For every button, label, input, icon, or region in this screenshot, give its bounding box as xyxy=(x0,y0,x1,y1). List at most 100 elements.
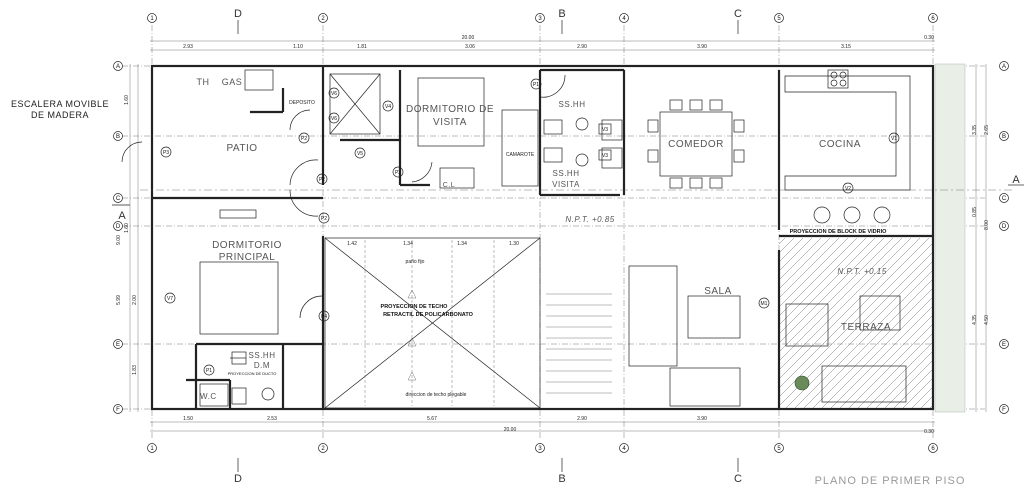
tag-p2-a: P2 xyxy=(301,136,307,142)
section-markers: D B C D B C A A xyxy=(112,8,1024,485)
hatch-line xyxy=(779,238,786,245)
annotations: ESCALERA MOVIBLE DE MADERA N.P.T. +0.85 … xyxy=(11,99,966,487)
hatch-line xyxy=(606,238,776,408)
dim-right-1: 3.35 xyxy=(972,125,978,135)
room-sshh-visita-line2: VISITA xyxy=(552,180,580,189)
axis-row-f-right: F xyxy=(1002,407,1006,413)
label-npt-085: N.P.T. +0.85 xyxy=(565,215,614,224)
tag-v2: V2 xyxy=(845,186,851,192)
axis-col-1-bottom: 1 xyxy=(150,446,154,452)
label-proyeccion-block: PROYECCION DE BLOCK DE VIDRIO xyxy=(790,229,888,235)
dim-top-4: 3.06 xyxy=(465,44,475,50)
hatch-line xyxy=(597,238,767,408)
room-sshh-dm-line1: SS.HH xyxy=(249,351,276,360)
hatch-line xyxy=(875,350,933,408)
room-camarote: CAMAROTE xyxy=(506,152,535,158)
label-th: TH xyxy=(197,77,210,87)
hatch-line xyxy=(884,359,933,408)
hatch-line xyxy=(779,238,903,362)
hatch-line xyxy=(779,238,849,308)
drawing-title: PLANO DE PRIMER PISO xyxy=(815,475,966,487)
room-dormitorio-principal-line2: PRINCIPAL xyxy=(219,252,276,263)
dim-bottom-1: 1.50 xyxy=(183,416,193,422)
label-gas: GAS xyxy=(222,77,243,87)
dim-top-8: 0.30 xyxy=(924,35,934,41)
hatch-line xyxy=(779,238,795,254)
tag-v7: V7 xyxy=(167,296,173,302)
axis-row-e-right: E xyxy=(1002,342,1006,348)
axis-col-4-bottom: 4 xyxy=(622,446,626,452)
hatch-line xyxy=(794,269,933,408)
label-pano-fijo: paño fijo xyxy=(406,259,425,265)
room-comedor: COMEDOR xyxy=(668,139,724,150)
axis-row-f-left: F xyxy=(116,407,120,413)
hatch-line xyxy=(779,238,822,281)
dim-left-6: 1.83 xyxy=(132,365,138,375)
tag-p2-c: P2 xyxy=(395,170,401,176)
garden-strip xyxy=(934,63,966,413)
dim-top-7: 3.15 xyxy=(841,44,851,50)
label-proyeccion-techo-line1: PROYECCION DE TECHO xyxy=(381,304,449,310)
tag-v6-a: V6 xyxy=(331,91,337,97)
tag-p2-b: P2 xyxy=(319,177,325,183)
dim-inner-2: 1.34 xyxy=(403,241,413,247)
room-sshh-dm-line2: D.M xyxy=(254,361,270,370)
hatch-line xyxy=(803,278,933,408)
hatch-line xyxy=(848,323,933,408)
dim-top-5: 2.90 xyxy=(577,44,587,50)
hatch-line xyxy=(579,238,749,408)
hatch-line xyxy=(785,260,933,408)
tag-v1: V1 xyxy=(891,136,897,142)
section-a-left: A xyxy=(118,210,126,222)
dim-bottom-6: 0.30 xyxy=(924,429,934,435)
hatch-line xyxy=(839,314,933,408)
section-d-bottom: D xyxy=(234,473,242,485)
tag-v4: V4 xyxy=(385,104,391,110)
hatch-line xyxy=(830,305,933,408)
hatch-line xyxy=(779,238,885,344)
section-c-bottom: C xyxy=(734,473,742,485)
hatch-line xyxy=(779,238,831,290)
room-terraza: TERRAZA xyxy=(841,322,891,333)
dim-top-1: 2.93 xyxy=(183,44,193,50)
axis-row-b-right: B xyxy=(1002,134,1006,140)
hatch-line xyxy=(779,238,804,263)
dim-left-5: 2.00 xyxy=(132,295,138,305)
tag-p4: P4 xyxy=(321,314,327,320)
room-dormitorio-principal-line1: DORMITORIO xyxy=(212,240,282,251)
dim-top-3: 1.81 xyxy=(357,44,367,50)
axis-row-a-right: A xyxy=(1002,64,1006,70)
tag-p1-b: P1 xyxy=(206,368,212,374)
hatch-line xyxy=(779,238,858,317)
hatch-line xyxy=(779,238,930,389)
dim-inner-4: 1.30 xyxy=(509,241,519,247)
room-labels: PATIO DORMITORIO DE VISITA DORMITORIO PR… xyxy=(197,77,891,401)
dim-left-4: 5.99 xyxy=(116,295,122,305)
axis-row-c-left: C xyxy=(116,196,121,202)
hatch-line xyxy=(857,332,933,408)
hatch-line xyxy=(821,296,933,408)
dim-right-4: 8.00 xyxy=(984,220,990,230)
dim-right-5: 4.35 xyxy=(972,315,978,325)
fixtures xyxy=(121,69,911,409)
hatch-line xyxy=(893,368,933,408)
dim-left-1: 1.60 xyxy=(124,95,130,105)
label-proyeccion-ducto: PROYECCION DE DUCTO xyxy=(228,371,277,376)
dim-inner-3: 1.34 xyxy=(457,241,467,247)
dim-bottom-4: 2.90 xyxy=(577,416,587,422)
walls xyxy=(150,64,935,411)
axis-row-d-right: D xyxy=(1002,224,1007,230)
axis-col-2-bottom: 2 xyxy=(321,446,325,452)
dim-bottom-total: 20.00 xyxy=(504,427,517,433)
axis-col-3-bottom: 3 xyxy=(538,446,542,452)
tag-p2-d: P2 xyxy=(321,216,327,222)
room-sshh-visita-line1: SS.HH xyxy=(553,169,580,178)
axis-col-2-top: 2 xyxy=(321,16,325,22)
axis-col-4-top: 4 xyxy=(622,16,626,22)
dim-bottom-2: 2.53 xyxy=(267,416,277,422)
label-escalera-line1: ESCALERA MOVIBLE xyxy=(11,99,109,109)
label-escalera-line2: DE MADERA xyxy=(31,110,89,120)
hatch-line xyxy=(812,287,933,408)
tag-p3: P3 xyxy=(163,150,169,156)
